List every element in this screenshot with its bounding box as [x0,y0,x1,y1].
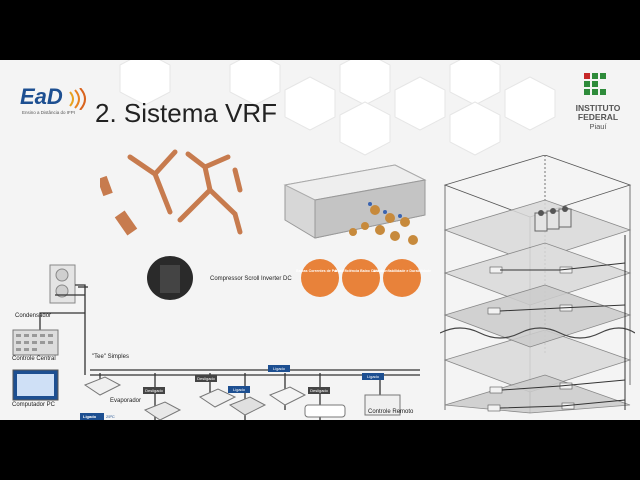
evaporator-ceiling-unit [268,386,307,406]
evaporator-wall-unit [228,396,267,416]
ifpi-logo: INSTITUTO FEDERAL Piauí [568,72,628,132]
feature-circle-1: Baixas Correntes de Partida [296,259,345,297]
svg-text:Alta Eficiência Baixo Consumo: Alta Eficiência Baixo Consumo [335,269,389,273]
ifpi-emblem-icon [584,73,606,95]
tee-label: "Tee" Simples [92,354,129,360]
svg-text:Baixas Correntes de Partida: Baixas Correntes de Partida [296,269,345,273]
controllers-area [12,329,59,401]
compressor-label: Compressor Scroll Inverter DC [210,276,292,282]
computer-label: Computador PC [12,402,56,408]
evaporator-cassette-2 [143,401,182,420]
status-badge-desligado-1: Desligado [143,387,165,394]
vrf-schematic-diagram: Condensador Compressor Scroll Inverter D… [15,256,431,420]
refrigerant-header-box-image [283,164,427,245]
feature-circle-3: Alta Confiabilidade e Durabilidade [373,259,431,297]
ead-logo-text: EaD [20,84,63,109]
evaporator-cassette-3 [198,388,237,408]
hexagon-background [119,60,556,156]
condenser-label: Condensador [15,313,51,319]
central-control-label: Controle Central [12,356,56,362]
copper-branch-pipes-image [100,149,243,236]
ead-logo: EaD Ensino a Distância do IFPI [20,84,92,124]
ead-logo-subtitle: Ensino a Distância do IFPI [22,110,76,115]
status-badge-ligado-4: Ligado [362,373,384,380]
evaporator-label: Evaporador [110,398,141,404]
svg-text:Ligado: Ligado [83,414,97,419]
building-vrf-diagram [440,155,635,414]
slide-title: 2. Sistema VRF [95,98,278,128]
evaporator-floor-unit [364,394,401,416]
status-badge-desligado-2: Desligado [195,375,217,382]
rooftop-condensers [534,206,572,232]
status-badge-ligado-3: Ligado [268,365,290,372]
svg-text:Alta Confiabilidade e Durabili: Alta Confiabilidade e Durabilidade [373,269,431,273]
status-badge-desligado-3: Desligado [308,387,330,394]
ifpi-text-line1: INSTITUTO [575,103,621,113]
signal-waves-icon [69,88,86,110]
ifpi-text-line3: Piauí [589,122,607,131]
svg-text:25ºC: 25ºC [106,414,115,419]
evaporator-split-unit [304,404,346,418]
slide: EaD Ensino a Distância do IFPI 2. Sistem… [0,60,640,420]
remote-control-label: Controle Remoto [368,409,414,415]
status-badge-ligado-2: Ligado [228,386,250,393]
ifpi-text-line2: FEDERAL [577,112,619,122]
status-badge-ligado-1: Ligado 25ºC [80,413,115,420]
feature-circle-2: Alta Eficiência Baixo Consumo [335,259,389,297]
evaporator-cassette-1 [83,376,122,396]
